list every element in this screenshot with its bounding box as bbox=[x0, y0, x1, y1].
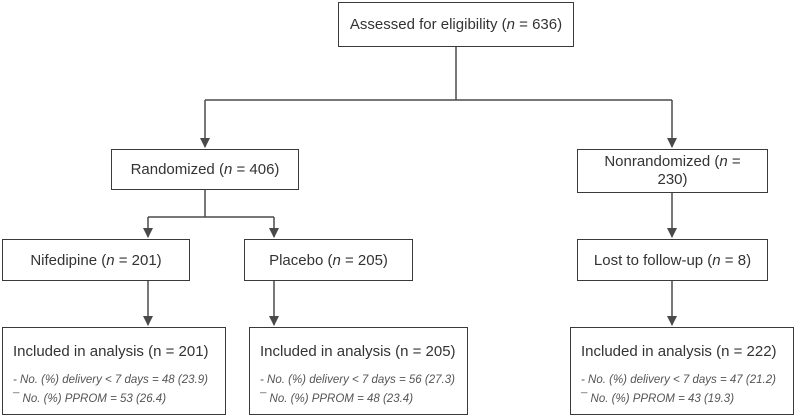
randomized-value: = 406) bbox=[232, 161, 280, 178]
result-pprom: ¯ No. (%) PPROM = 48 (23.4) bbox=[260, 393, 414, 405]
nifedipine-value: = 201) bbox=[114, 251, 162, 269]
nonrandomized-value-line2: 230) bbox=[657, 171, 688, 188]
randomized-n-var: n bbox=[223, 161, 233, 178]
nonrandomized-value: = bbox=[727, 153, 741, 170]
assessed-box: Assessed for eligibility (n = 636) bbox=[338, 2, 574, 47]
nifedipine-label: Nifedipine ( bbox=[30, 251, 107, 269]
result-title: Included in analysis (n = 201) bbox=[13, 343, 209, 360]
placebo-label: Placebo ( bbox=[269, 251, 333, 269]
placebo-n-var: n bbox=[332, 251, 341, 269]
nonrandomized-n-var: n bbox=[719, 153, 728, 170]
nifedipine-n-var: n bbox=[106, 251, 115, 269]
result-title: Included in analysis (n = 222) bbox=[581, 343, 777, 360]
nifedipine-box: Nifedipine (n = 201) bbox=[2, 239, 190, 281]
placebo-value: = 205) bbox=[340, 251, 388, 269]
assessed-n-var: n bbox=[506, 16, 515, 33]
nonrandomized-box: Nonrandomized (n = 230) bbox=[577, 149, 768, 193]
result-pprom: ¯ No. (%) PPROM = 43 (19.3) bbox=[581, 393, 735, 405]
lost-box: Lost to follow-up (n = 8) bbox=[577, 239, 768, 281]
result-box-placebo: Included in analysis (n = 205) - No. (%)… bbox=[249, 327, 468, 415]
lost-value: = 8) bbox=[720, 251, 752, 269]
result-delivery: - No. (%) delivery < 7 days = 48 (23.9) bbox=[13, 374, 208, 386]
placebo-box: Placebo (n = 205) bbox=[244, 239, 413, 281]
assessed-value: = 636) bbox=[514, 16, 563, 33]
assessed-label: Assessed for eligibility ( bbox=[349, 16, 507, 33]
result-box-nonrandomized: Included in analysis (n = 222) - No. (%)… bbox=[570, 327, 794, 415]
lost-n-var: n bbox=[712, 251, 721, 269]
result-box-nifedipine: Included in analysis (n = 201) - No. (%)… bbox=[2, 327, 226, 415]
randomized-box: Randomized (n = 406) bbox=[111, 149, 299, 190]
lost-label: Lost to follow-up ( bbox=[593, 251, 713, 269]
randomized-label: Randomized ( bbox=[130, 161, 224, 178]
result-title: Included in analysis (n = 205) bbox=[260, 343, 456, 360]
result-delivery: - No. (%) delivery < 7 days = 56 (27.3) bbox=[260, 374, 455, 386]
result-delivery: - No. (%) delivery < 7 days = 47 (21.2) bbox=[581, 374, 776, 386]
result-pprom: ¯ No. (%) PPROM = 53 (26.4) bbox=[13, 393, 167, 405]
nonrandomized-label: Nonrandomized ( bbox=[604, 153, 720, 170]
